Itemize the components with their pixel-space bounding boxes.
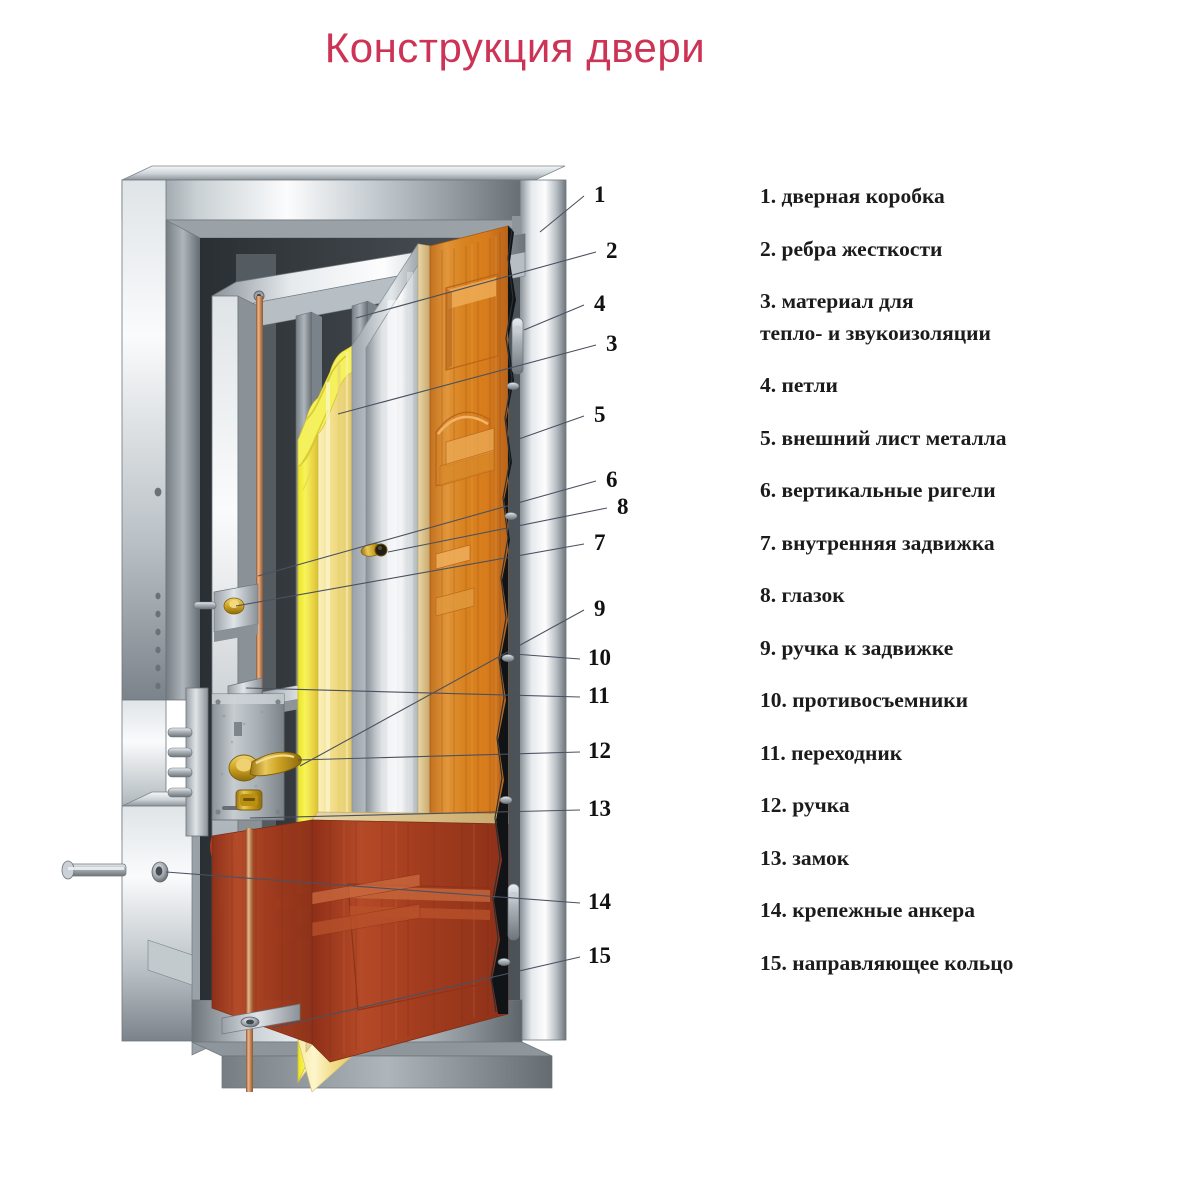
lock-cylinder bbox=[235, 789, 263, 811]
legend-label-12: ручка bbox=[792, 793, 850, 817]
callout-12: 12 bbox=[588, 738, 611, 763]
callout-2: 2 bbox=[606, 238, 618, 263]
latch-handle bbox=[223, 597, 245, 615]
legend-item-6: 6. вертикальные ригели bbox=[760, 478, 1180, 502]
page-title: Конструкция двери bbox=[324, 24, 706, 71]
inner-latch-assembly bbox=[193, 583, 259, 642]
legend-item-7: 7. внутренняя задвижка bbox=[760, 530, 1180, 555]
legend-item-11: 11. переходник bbox=[760, 740, 1180, 765]
legend-num-6: 6. bbox=[760, 478, 777, 502]
legend-num-7: 7. bbox=[760, 530, 777, 555]
legend-num-1: 1. bbox=[760, 184, 777, 208]
legend-item-10: 10. противосъемники bbox=[760, 688, 1180, 712]
callout-1: 1 bbox=[594, 182, 606, 207]
anchor-bolt bbox=[61, 860, 169, 883]
legend-label-14: крепежные анкера bbox=[792, 898, 975, 922]
legend-num-12: 12. bbox=[760, 793, 787, 817]
callout-3: 3 bbox=[606, 331, 618, 356]
peephole bbox=[360, 543, 388, 557]
legend-label-8: глазок bbox=[781, 583, 845, 607]
legend-label-3: материал для bbox=[781, 289, 914, 313]
legend-label-2: ребра жесткости bbox=[781, 236, 943, 261]
legend-label-10: противосъемники bbox=[792, 688, 969, 712]
legend-label-11: переходник bbox=[791, 740, 903, 765]
door-handle bbox=[228, 751, 302, 782]
legend-item-4: 4. петли bbox=[760, 373, 1180, 397]
callout-11: 11 bbox=[588, 683, 610, 708]
guide-ring bbox=[221, 1003, 301, 1035]
legend-num-11: 11. bbox=[760, 740, 786, 765]
callout-14: 14 bbox=[588, 889, 611, 914]
legend-item-14: 14. крепежные анкера bbox=[760, 898, 1180, 922]
legend-num-10: 10. bbox=[760, 688, 787, 712]
legend-num-8: 8. bbox=[760, 583, 777, 607]
legend-item-13: 13. замок bbox=[760, 845, 1180, 870]
lock-assembly bbox=[167, 677, 302, 837]
anti-removal-pins bbox=[497, 382, 520, 966]
legend-num-2: 2. bbox=[760, 236, 777, 261]
callout-5: 5 bbox=[594, 402, 606, 427]
legend-num-4: 4. bbox=[760, 373, 777, 397]
legend-label-4: петли bbox=[781, 373, 838, 397]
callout-13: 13 bbox=[588, 796, 611, 821]
legend-num-14: 14. bbox=[760, 898, 787, 922]
callout-9: 9 bbox=[594, 596, 606, 621]
callout-4: 4 bbox=[594, 291, 606, 316]
legend-item-1: 1. дверная коробка bbox=[760, 184, 1180, 208]
door-panel-lower-wood bbox=[210, 811, 509, 1063]
legend-num-5: 5. bbox=[760, 425, 777, 450]
callout-15: 15 bbox=[588, 943, 611, 968]
legend-item-9: 9. ручка к задвижке bbox=[760, 635, 1180, 660]
legend-label-7: внутренняя задвижка bbox=[781, 530, 995, 555]
legend-num-13: 13. bbox=[760, 845, 787, 870]
legend-num-3: 3. bbox=[760, 289, 777, 313]
callout-10: 10 bbox=[588, 645, 611, 670]
legend-label-3b: тепло- и звукоизоляции bbox=[760, 320, 991, 345]
legend-item-3: 3. материал для bbox=[760, 289, 1180, 313]
legend-item-15: 15. направляющее кольцо bbox=[760, 950, 1180, 975]
legend-label-15: направляющее кольцо bbox=[792, 950, 1014, 975]
callout-8: 8 bbox=[617, 494, 629, 519]
frame-anchor-holes bbox=[154, 487, 162, 690]
deadbolt-pins bbox=[167, 727, 193, 798]
legend-item-8: 8. глазок bbox=[760, 583, 1180, 607]
legend-label-9: ручка к задвижке bbox=[781, 635, 954, 660]
door-edge-shadow-gap bbox=[490, 225, 516, 1014]
callout-6: 6 bbox=[606, 467, 618, 492]
legend-item-3-continued: тепло- и звукоизоляции bbox=[760, 320, 1180, 345]
leader-lines bbox=[165, 195, 608, 1029]
legend-num-15: 15. bbox=[760, 950, 787, 975]
legend-label-5: внешний лист металла bbox=[781, 425, 1007, 450]
legend-item-12: 12. ручка bbox=[760, 793, 1180, 817]
legend-list: 1. дверная коробка 2. ребра жесткости 3.… bbox=[760, 184, 1180, 1005]
legend-num-9: 9. bbox=[760, 635, 777, 660]
legend-item-2: 2. ребра жесткости bbox=[760, 236, 1180, 261]
legend-item-5: 5. внешний лист металла bbox=[760, 425, 1180, 450]
legend-label-13: замок bbox=[792, 845, 850, 870]
legend-label-1: дверная коробка bbox=[781, 184, 945, 208]
callout-7: 7 bbox=[594, 530, 606, 555]
vertical-bolt-rods bbox=[246, 296, 263, 1092]
legend-label-6: вертикальные ригели bbox=[781, 478, 996, 502]
